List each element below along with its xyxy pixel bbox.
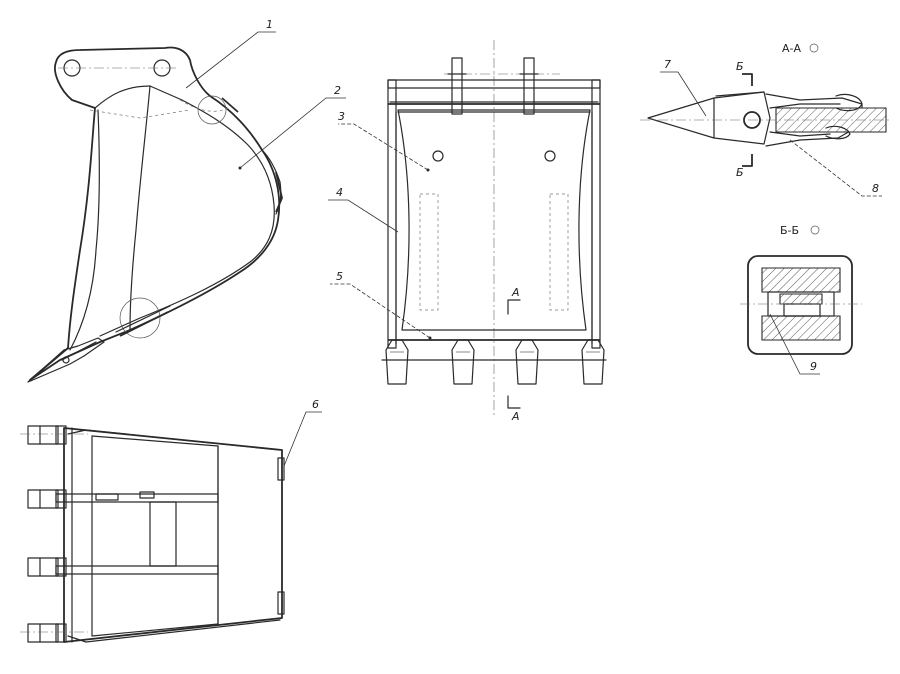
callout-2-label: 2 <box>334 84 341 97</box>
section-aa-view: А-А Б Б 7 8 <box>640 42 892 197</box>
section-bb-title: Б-Б <box>780 224 799 237</box>
callout-3-label: 3 <box>338 110 345 123</box>
section-mark-b-bottom: Б <box>736 166 744 179</box>
callout-1-label: 1 <box>266 18 273 31</box>
callout-8-label: 8 <box>872 182 879 195</box>
section-mark-a-top: А <box>511 286 520 299</box>
section-mark-a-bottom: А <box>511 410 520 423</box>
callout-5-label: 5 <box>336 270 343 283</box>
section-mark-b-top: Б <box>736 60 744 73</box>
section-aa-title: А-А <box>782 42 801 55</box>
callout-6-label: 6 <box>312 398 319 411</box>
callout-9-label: 9 <box>810 360 817 373</box>
top-view: 6 <box>20 398 322 643</box>
front-view: А А 3 4 5 <box>328 40 607 423</box>
section-bb-view: Б-Б 9 <box>740 224 862 375</box>
side-view: 1 2 <box>27 18 346 383</box>
callout-4-label: 4 <box>336 186 343 199</box>
callout-7-label: 7 <box>664 58 671 71</box>
